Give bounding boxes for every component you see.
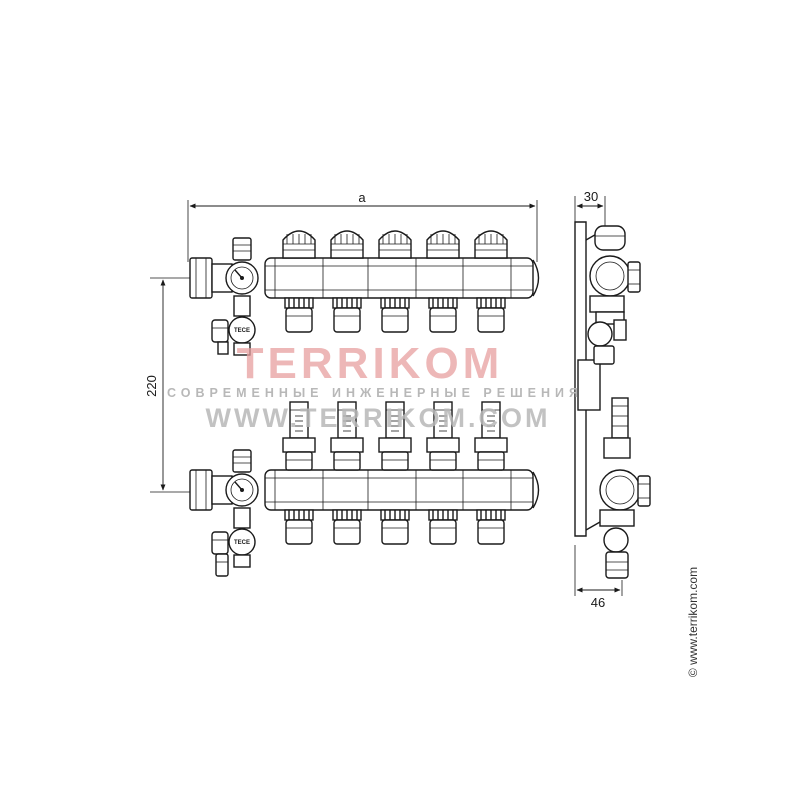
return-circuit-flowmeter [330,401,364,545]
side-credit: © www.terrikom.com [686,567,700,677]
return-circuit-flowmeter [378,401,412,545]
watermark-logo: TERRIKOM [237,339,504,388]
dimension-depth-top: 30 [574,189,606,238]
supply-circuit-valve [282,230,316,333]
side-view [574,221,651,579]
dimension-width: a [187,190,538,262]
watermark: TERRIKOM СОВРЕМЕННЫЕ ИНЖЕНЕРНЫЕ РЕШЕНИЯ … [167,339,700,677]
supply-circuit-valve [330,230,364,333]
return-circuit-flowmeter [282,401,316,545]
return-manifold: TECE [189,401,540,577]
dimension-depth-bottom: 46 [574,545,623,610]
dimension-height-label: 220 [144,375,159,397]
dimension-width-label: a [358,190,366,205]
supply-brand-label: TECE [234,328,250,334]
dimension-depth-bottom-label: 46 [591,595,605,610]
dimension-depth-top-label: 30 [584,189,598,204]
supply-circuit-valve [474,230,508,333]
return-brand-label: TECE [234,540,250,546]
watermark-url: WWW.TERRIKOM.COM [206,403,551,433]
return-circuit-flowmeter [426,401,460,545]
supply-manifold: TECE [189,230,540,356]
watermark-tagline: СОВРЕМЕННЫЕ ИНЖЕНЕРНЫЕ РЕШЕНИЯ [167,386,583,400]
return-circuits [282,401,508,545]
dimension-height: 220 [144,277,200,493]
supply-circuits [282,230,508,333]
supply-circuit-valve [378,230,412,333]
return-circuit-flowmeter [474,401,508,545]
supply-circuit-valve [426,230,460,333]
